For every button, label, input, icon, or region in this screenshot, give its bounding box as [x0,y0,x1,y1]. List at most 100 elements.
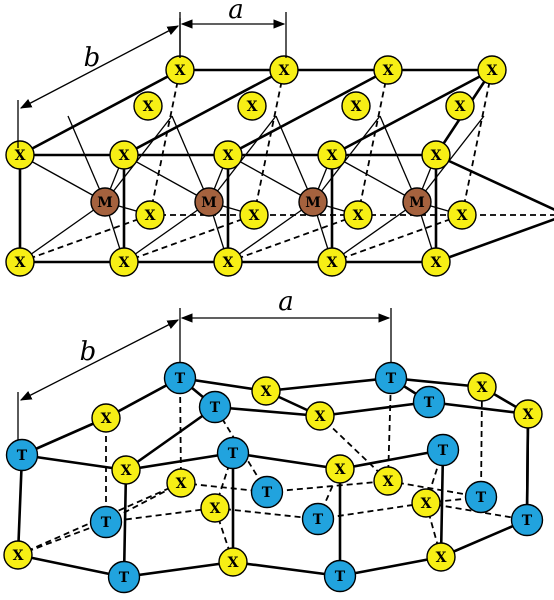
bottom-x-atom-circle [200,493,230,523]
bottom-dimension-b: b [17,319,180,440]
top-m-bond [331,154,418,203]
bottom-t-atom-label: T [424,395,435,411]
bottom-t-atom: T [374,361,408,395]
bottom-hidden-bond [319,415,389,482]
bottom-x-atom: X [166,468,196,498]
bottom-x-atom-label: X [335,462,346,478]
top-depth-edge [330,68,494,157]
bottom-t-atom-label: T [228,446,239,462]
top-x-atom: X [421,140,451,170]
bottom-x-atom-label: X [421,496,432,512]
bottom-x-atom: X [373,466,403,496]
top-x-atom-circle [213,140,243,170]
bottom-t-atom-label: T [262,485,273,501]
bottom-t-atom: T [198,390,232,424]
bottom-t-atom: T [216,436,250,470]
top-x-atom: X [373,55,403,85]
bottom-t-atom: T [89,505,123,539]
bottom-t-atom-circle [89,505,123,539]
top-x-atom-circle [109,247,139,277]
top-bottom-depth [123,214,255,263]
top-x-atom-label: X [457,208,468,224]
top-x-atom-circle [317,247,347,277]
top-x-atom: X [317,247,347,277]
bottom-x-atom-label: X [261,384,272,400]
top-x-atom: X [213,140,243,170]
bottom-t-atom: T [107,560,141,594]
top-m-atom-circle [298,187,328,217]
bottom-t-atom-circle [374,361,408,395]
bottom-x-atom: X [91,403,121,433]
top-x-atom: X [477,55,507,85]
top-x-atom-label: X [143,99,154,115]
top-bottom-depth [227,214,359,263]
bottom-x-atom-circle [513,399,543,429]
bottom-t-atom-circle [216,436,250,470]
bottom-x-atom-circle [426,542,456,572]
top-depth-edge [226,68,390,157]
bottom-x-atom: X [467,372,497,402]
bottom-hidden-bond [317,502,427,520]
top-x-atom-label: X [279,63,290,79]
bottom-bond-line [20,453,128,472]
bottom-x-atom-label: X [13,548,24,564]
top-right-bottom-depth [434,217,554,264]
bottom-bond-line [16,553,126,579]
top-right-vertical [434,153,554,211]
top-m-atom-label: M [409,195,425,211]
top-x-atom-circle [135,200,165,230]
bottom-t-atom-label: T [119,570,130,586]
top-m-bond [208,115,277,203]
top-m-atom-circle [90,187,120,217]
top-m-bond [123,201,210,263]
bottom-t-atom: T [250,475,284,509]
top-x-atom: X [109,247,139,277]
bottom-x-atom: X [200,493,230,523]
bottom-x-atom-circle [251,376,281,406]
bottom-t-atom-circle [323,559,357,593]
top-m-bond [379,115,418,203]
bottom-dimension-a-label: a [278,287,294,317]
bottom-x-atom-circle [411,488,441,518]
bottom-hidden-bond [480,386,483,498]
top-x-atom-circle [421,247,451,277]
bottom-x-atom-label: X [101,411,112,427]
top-x-atom: X [135,200,165,230]
top-x-atom-label: X [327,255,338,271]
top-depth-edge [122,68,286,157]
top-x-atom-label: X [353,208,364,224]
bottom-hidden-bond [105,507,216,523]
top-x-atom-label: X [145,208,156,224]
top-x-atom-circle [447,200,477,230]
top-x-atom-circle [317,140,347,170]
top-m-atom: M [90,187,120,217]
bottom-x-atom-label: X [228,555,239,571]
bottom-t-atom: T [301,502,335,536]
top-x-atom-label: X [175,63,186,79]
bottom-t-atom-label: T [313,512,324,528]
top-dimension-a: a [179,0,287,58]
top-m-bond [312,115,381,203]
bottom-bond-line [318,400,431,418]
top-x-atom-circle [5,247,35,277]
top-x-atom: X [317,140,347,170]
bottom-t-atom: T [323,559,357,593]
bottom-t-atom-circle [426,433,460,467]
bottom-t-atom-circle [107,560,141,594]
top-x-atom-label: X [431,255,442,271]
top-bond-lines [18,68,554,264]
bottom-bond-line [231,560,342,578]
top-x-atom-circle [269,55,299,85]
top-x-atom: X [237,91,267,121]
top-m-bond [275,115,314,203]
bottom-x-atom: X [251,376,281,406]
bottom-bond-line [124,405,217,472]
bottom-bond-line [525,412,530,522]
bottom-t-atom-label: T [17,448,28,464]
bottom-x-atom: X [111,455,141,485]
top-m-bond [416,115,485,203]
top-back-vertical [357,69,389,216]
top-x-atom-label: X [249,208,260,224]
bottom-hidden-bond [214,507,319,520]
